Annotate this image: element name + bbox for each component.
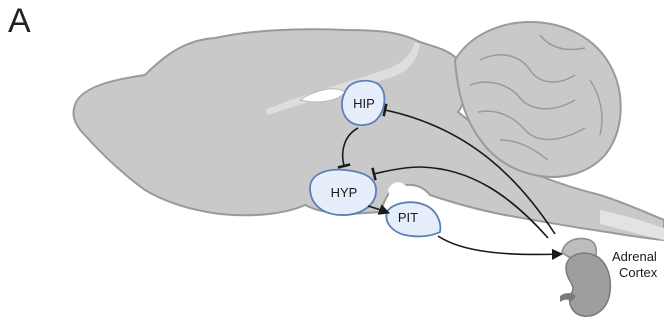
- pituitary-recess: [388, 182, 408, 205]
- hyp-label: HYP: [331, 185, 358, 200]
- pit-label: PIT: [398, 210, 418, 225]
- adrenal-label-line1: Adrenal: [612, 249, 657, 264]
- hip-label: HIP: [353, 96, 375, 111]
- kidney-icon: [560, 239, 610, 317]
- kidney-body: [566, 253, 610, 316]
- adrenal-label-line2: Cortex: [619, 265, 658, 280]
- pit-to-adrenal-arrow: [438, 236, 562, 254]
